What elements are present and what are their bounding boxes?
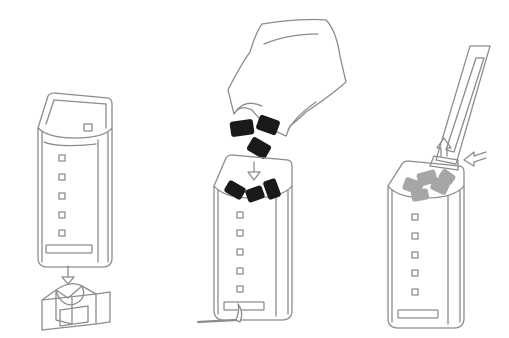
base-slot [224,302,264,310]
briquette [247,137,271,159]
step-2-group [198,20,346,323]
vent-hole [237,230,243,236]
vent-hole [59,174,65,180]
charcoal-bag [228,20,346,137]
chimney-empty [38,93,112,267]
vent-hole [412,214,418,220]
arrow-down-icon [62,266,74,284]
vent-hole [237,212,243,218]
vent-hole [59,212,65,218]
vent-hole [237,249,243,255]
briquette [263,178,280,199]
coal [411,189,428,202]
briquette [230,120,254,137]
arrow-left-icon [464,152,486,166]
vent-hole [412,289,418,295]
vent-hole [237,286,243,292]
falling-briquettes [230,115,280,159]
vent-hole [412,252,418,258]
base-slot [398,310,438,318]
vent-hole [59,193,65,199]
chimney-lit [388,161,464,328]
grate-icon [42,284,110,330]
step-3-group [388,46,490,328]
chimney-handle[interactable] [430,46,490,170]
step-1-group [38,93,112,330]
chimney-filled [214,155,292,320]
vent-hole [59,230,65,236]
briquette [245,186,264,203]
vent-hole [237,268,243,274]
briquette [256,115,280,135]
base-slot [46,245,92,253]
vent-hole [412,233,418,239]
briquette [224,180,246,199]
vent-hole [412,270,418,276]
chimney-briquettes [224,178,281,202]
vent-hole [59,155,65,161]
arrow-down-icon [248,162,260,180]
